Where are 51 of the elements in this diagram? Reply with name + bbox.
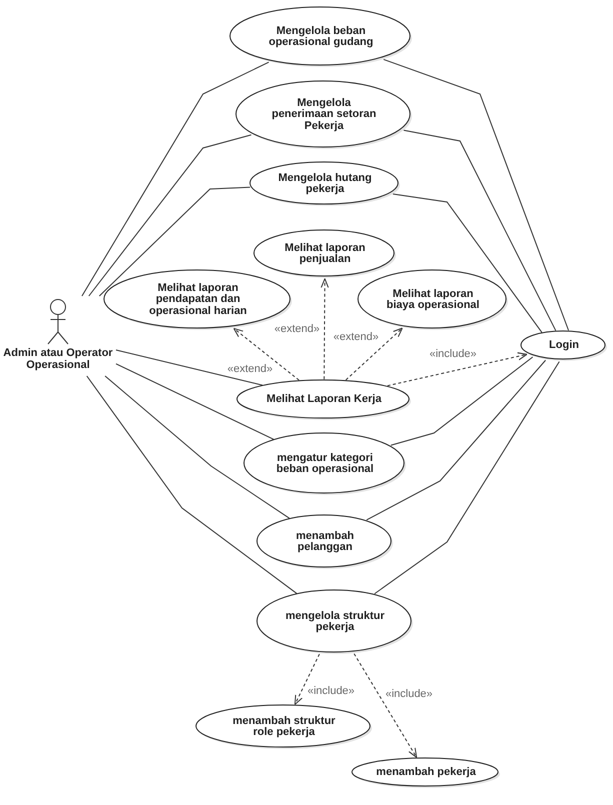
use-case-label: Melihat laporan penjualan [284,242,366,266]
use-case-ellipse [520,330,608,362]
association-line [86,376,298,594]
use-case-label: mengelola struktur pekerja [284,610,386,634]
use-case-label: Mengelola beban operasional gudang [268,26,374,48]
use-case-ellipse [243,432,407,496]
association-line [390,356,534,446]
use-case-label: menambah struktur role pekerja [232,716,336,738]
use-case-ellipse [253,229,397,279]
association-line [392,194,542,333]
use-case-ellipse [351,757,501,789]
association-line [374,361,560,594]
use-case-label: menambah pelanggan [294,530,356,554]
dashed-arrow [320,278,329,380]
association-line [116,349,264,386]
use-case-label: Melihat Laporan Kerja [266,394,382,406]
association-line [116,363,274,440]
edge-label: «extend» [273,323,321,335]
use-case-ellipse [195,704,373,750]
dashed-arrow [354,653,418,758]
edge-label: «include» [428,348,478,360]
association-line [403,130,556,332]
use-case-ellipse [256,514,394,570]
use-case-ellipse [357,269,509,331]
use-case-label: Melihat laporan pendapatan dan operasional harian [148,282,248,318]
association-line [366,360,546,520]
use-case-ellipse [229,6,413,68]
edge-label: «extend» [332,331,380,343]
use-case-ellipse [249,161,401,207]
actor-label: Admin atau Operator Operasional [2,347,114,371]
use-case-label: Login [549,340,579,352]
dashed-arrow [233,328,300,381]
dashed-arrow [386,352,528,386]
use-case-ellipse [256,589,414,655]
association-line [98,186,251,296]
association-line [81,62,270,296]
use-case-label: menambah pekerja [376,767,476,779]
dashed-arrow [345,328,403,380]
edge-label: «include» [306,685,356,697]
use-case-label: mengatur kategori beban operasional [275,452,375,476]
use-case-label: Melihat laporan biaya operasional [386,288,480,312]
use-case-ellipse [235,80,413,150]
dashed-arrow [294,654,320,705]
use-case-label: Mengelola penerimaan setoran Pekerja [270,98,378,132]
use-case-ellipse [236,379,412,421]
association-line [104,376,290,519]
association-line [383,58,570,331]
edge-label: «include» [384,688,434,700]
use-case-label: Mengelola hutang pekerja [277,172,373,196]
association-line [88,134,252,296]
edge-label: «extend» [226,363,274,375]
